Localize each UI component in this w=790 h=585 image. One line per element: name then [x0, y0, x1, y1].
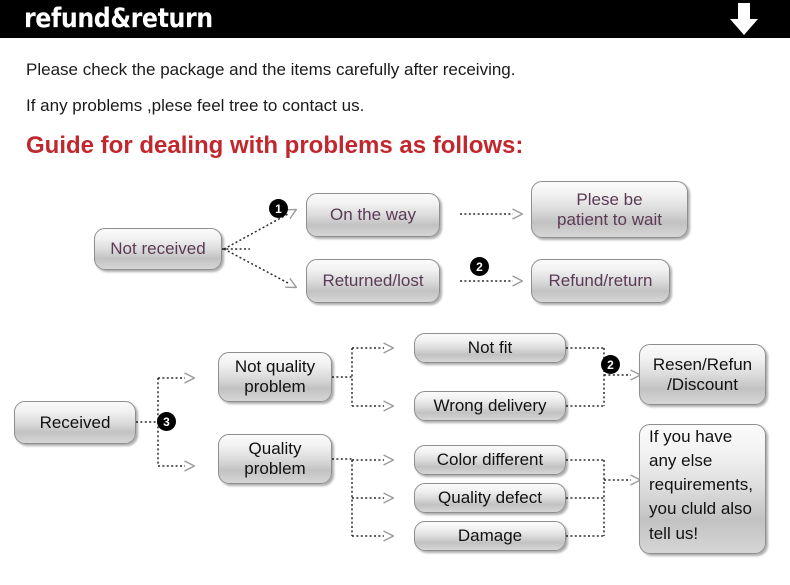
- guide-heading: Guide for dealing with problems as follo…: [26, 132, 524, 159]
- box-please-be-patient-line2: patient to wait: [557, 209, 662, 229]
- box-other-requirements-line2: any else: [649, 451, 713, 471]
- intro-line-1: Please check the package and the items c…: [26, 60, 516, 79]
- box-quality-defect[interactable]: Quality defect: [414, 483, 566, 513]
- box-other-requirements-line5: tell us!: [649, 523, 699, 543]
- box-please-be-patient-line1: Plese be: [576, 189, 643, 209]
- badge-3: 3: [157, 412, 176, 431]
- box-other-requirements-line3: requirements,: [649, 475, 753, 495]
- box-on-the-way[interactable]: On the way: [306, 193, 440, 237]
- badge-1: 1: [269, 199, 288, 218]
- header-bar: refund&return: [0, 0, 790, 38]
- box-quality-problem-line2: problem: [244, 459, 306, 478]
- page-title: refund&return: [24, 3, 213, 34]
- box-refund-return[interactable]: Refund/return: [531, 259, 670, 303]
- intro-line-2: If any problems ,plese feel tree to cont…: [26, 96, 365, 115]
- box-please-be-patient[interactable]: Plese be patient to wait: [531, 181, 688, 238]
- box-quality-problem[interactable]: Quality problem: [218, 434, 332, 484]
- box-resend-refund-discount[interactable]: Resen/Refun /Discount: [639, 344, 766, 405]
- box-not-quality-problem-line2: problem: [244, 377, 306, 396]
- box-other-requirements-line1: If you have: [649, 427, 733, 446]
- box-color-different[interactable]: Color different: [414, 445, 566, 475]
- box-quality-problem-line1: Quality: [248, 439, 302, 459]
- down-arrow-icon: [730, 3, 758, 35]
- box-not-fit[interactable]: Not fit: [414, 333, 566, 363]
- box-received[interactable]: Received: [14, 401, 136, 444]
- badge-2-bottom: 2: [601, 355, 620, 374]
- box-not-quality-problem[interactable]: Not quality problem: [218, 352, 332, 402]
- box-other-requirements-line4: you cluld also: [649, 499, 753, 519]
- badge-2-top: 2: [470, 257, 489, 276]
- box-resend-refund-discount-line1: Resen/Refun: [652, 354, 753, 374]
- box-resend-refund-discount-line2: /Discount: [667, 374, 738, 394]
- box-not-quality-problem-line1: Not quality: [234, 357, 316, 377]
- box-returned-lost[interactable]: Returned/lost: [306, 259, 440, 303]
- box-damage[interactable]: Damage: [414, 521, 566, 551]
- box-other-requirements[interactable]: If you have any else requirements, you c…: [639, 424, 766, 554]
- box-wrong-delivery[interactable]: Wrong delivery: [414, 391, 566, 421]
- box-not-received[interactable]: Not received: [94, 228, 222, 270]
